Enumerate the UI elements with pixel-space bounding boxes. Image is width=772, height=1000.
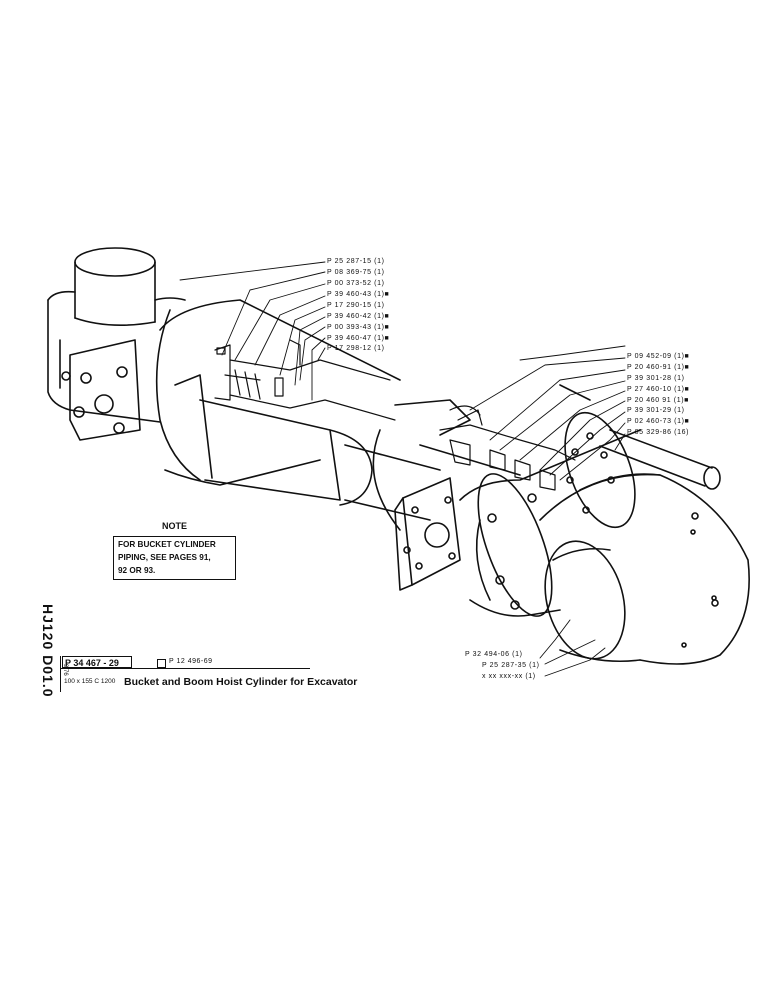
drawing-title: Bucket and Boom Hoist Cylinder for Excav… (124, 676, 358, 688)
callout-label: P 39 460-43 (1)■ (327, 291, 390, 298)
callout-label: P 17 290-15 (1) (327, 302, 385, 309)
rear-eye-boss (74, 247, 156, 326)
callout-label: P 20 460-91 (1)■ (627, 364, 690, 371)
callout-label: P 39 460-42 (1)■ (327, 313, 390, 320)
note-line: 92 OR 93. (118, 566, 156, 575)
callout-label: P 00 373-52 (1) (327, 280, 385, 287)
barrel (155, 299, 401, 486)
callout-label: P 25 287-35 (1) (482, 662, 540, 669)
model-code: 100 x 155 C 1200 (64, 678, 116, 685)
alt-part-number: P 12 496-69 (169, 658, 213, 665)
part-number: P 34 467 - 29 (62, 656, 132, 668)
callout-label: P 39 301-28 (1) (627, 375, 685, 382)
note-box: FOR BUCKET CYLINDER PIPING, SEE PAGES 91… (113, 536, 236, 580)
marker-square: ■ (384, 335, 390, 342)
callout-label: P 27 460-10 (1)■ (627, 386, 690, 393)
callout-label: P 20 460 91 (1)■ (627, 397, 689, 404)
front-cap (539, 473, 750, 665)
callout-label: P 39 301-29 (1) (627, 407, 685, 414)
leader-lines (179, 261, 626, 677)
marker-square: ■ (384, 324, 390, 331)
seal-region (439, 405, 576, 491)
rear-block (47, 290, 186, 423)
callout-label: P 08 369-75 (1) (327, 269, 385, 276)
callout-label: P 25 287-15 (1) (327, 258, 385, 265)
title-rule-vertical (60, 656, 61, 692)
front-barrel (459, 429, 641, 617)
note-line: FOR BUCKET CYLINDER (118, 540, 216, 549)
note-line: PIPING, SEE PAGES 91, (118, 553, 211, 562)
alt-part-checkbox (157, 659, 166, 668)
tie-rod (559, 384, 721, 490)
callout-label: P 00 393-43 (1)■ (327, 324, 390, 331)
callout-label: P 05 329-86 (16) (627, 429, 690, 436)
marker-square: ■ (384, 291, 390, 298)
piston-rod (199, 399, 441, 521)
callout-label: x xx xxx-xx (1) (482, 673, 536, 680)
callout-label: P 17 298-12 (1) (327, 345, 385, 352)
callout-label: P 09 452-09 (1)■ (627, 353, 690, 360)
title-rule (60, 668, 310, 669)
callout-label: P 02 460-73 (1)■ (627, 418, 690, 425)
front-flange (564, 411, 636, 529)
rear-flange (61, 339, 141, 441)
cutaway (214, 339, 396, 421)
callout-label: P 32 494-06 (1) (465, 651, 523, 658)
callout-label: P 39 460-47 (1)■ (327, 335, 390, 342)
doc-code: HJ120 D01.0 (40, 604, 56, 698)
marker-square: ■ (384, 313, 390, 320)
note-title: NOTE (161, 521, 187, 531)
center-block (394, 477, 461, 591)
